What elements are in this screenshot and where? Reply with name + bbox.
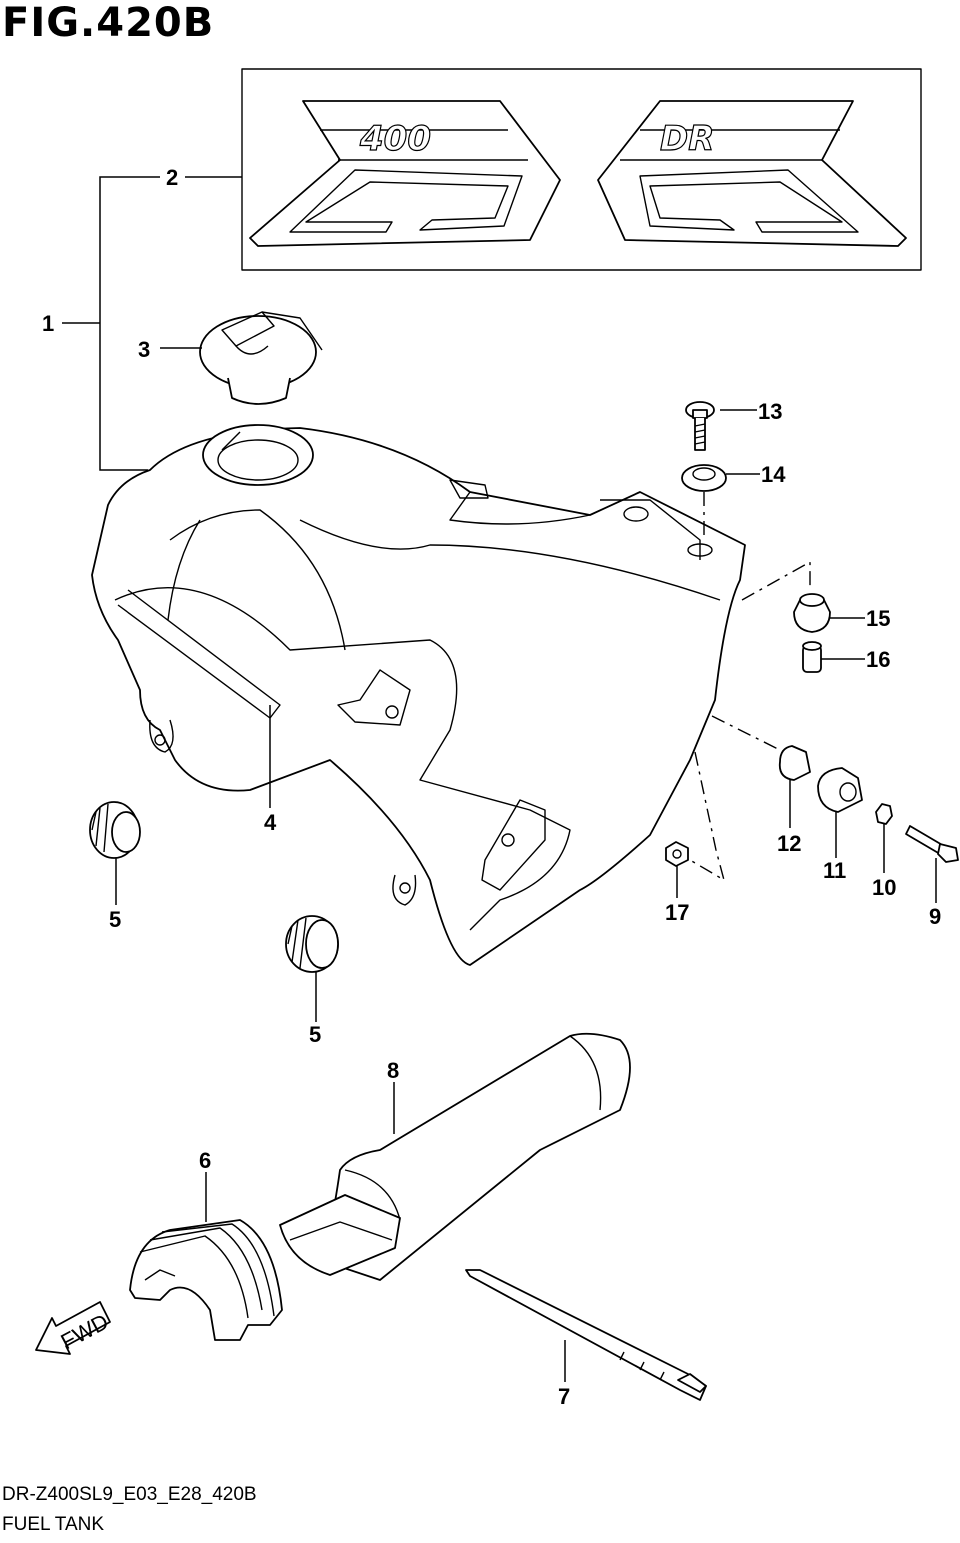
fuel-cap-icon [199,311,323,405]
bolt-9-icon [905,825,959,863]
cushion-12-icon [778,745,811,781]
svg-text:400: 400 [359,119,431,159]
callout-16: 16 [866,647,890,672]
decal-left: 400 [249,100,561,247]
svg-text:DR: DR [660,119,714,159]
cushion-11-icon [817,767,863,813]
figure-name: FUEL TANK [2,1514,105,1535]
callout-2: 2 [166,165,178,190]
collar-16-icon [802,641,822,673]
decal-set-box: 400 DR [241,68,922,271]
bolt-13-icon [685,401,715,451]
callout-6: 6 [199,1148,211,1173]
callout-15: 15 [866,606,890,631]
cap-5b-icon [285,915,339,973]
fwd-arrow-icon [35,1301,111,1355]
callout-5b: 5 [309,1022,321,1047]
callout-9: 9 [929,904,941,929]
cover-6-icon [129,1219,283,1341]
callout-17: 17 [665,900,689,925]
callout-10: 10 [872,875,896,900]
model-code: DR-Z400SL9_E03_E28_420B [2,1484,257,1505]
callout-7: 7 [558,1384,570,1409]
callout-3: 3 [138,337,150,362]
fuel-tank-icon [91,424,746,966]
callout-14: 14 [761,462,786,487]
nut-17-icon [665,841,689,867]
washer-10-icon [875,803,893,825]
figure-title: FIG.420B [2,0,215,46]
callout-11: 11 [823,858,846,883]
cushion-15-icon [793,593,831,633]
decal-right: DR [597,100,907,247]
callout-12: 12 [777,831,801,856]
cap-5a-icon [89,801,141,859]
protector-8-icon [279,1032,631,1281]
callout-5a: 5 [109,907,121,932]
callout-8: 8 [387,1058,399,1083]
callout-13: 13 [758,399,782,424]
callout-1: 1 [42,311,54,336]
cable-tie-7-icon [465,1269,707,1401]
callout-4: 4 [264,810,277,835]
grommet-14-icon [681,464,727,492]
